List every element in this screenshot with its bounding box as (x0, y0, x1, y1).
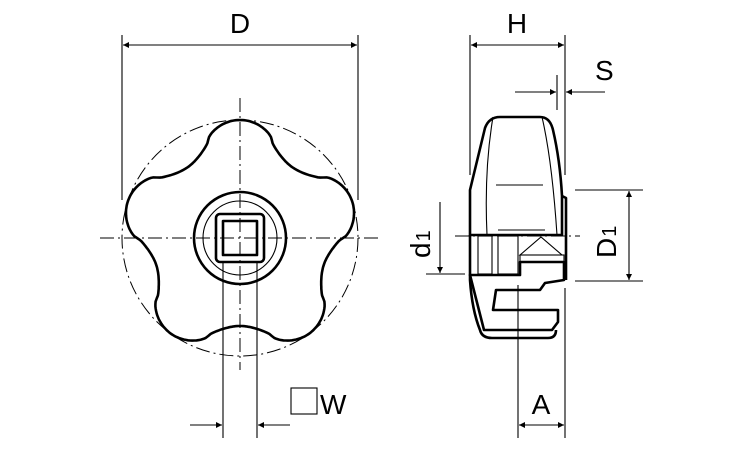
insert-right-block (497, 235, 519, 275)
hub-inner-circle (202, 200, 278, 276)
shoulder-outline (561, 194, 568, 280)
cone-tip (518, 236, 564, 256)
label-S: S (595, 55, 614, 86)
square-insert-outer (214, 212, 266, 264)
thread-band (519, 254, 565, 263)
hub-outer-circle (192, 190, 288, 286)
label-D: D (230, 8, 250, 39)
label-A: A (532, 389, 551, 420)
side-view: H S d1 D1 A (405, 8, 643, 438)
body-edge-left (485, 116, 494, 236)
label-H: H (507, 8, 527, 39)
label-D1: D1 (591, 226, 622, 258)
label-d1: d1 (405, 230, 436, 258)
label-W: W (320, 389, 347, 420)
front-view: D W (100, 8, 382, 438)
square-insert-inner (221, 219, 259, 257)
square-symbol-icon (290, 387, 318, 415)
body-edge-right (541, 116, 558, 236)
section-hatched (468, 260, 566, 332)
knob-body-upper (468, 115, 564, 237)
knob-body-lower (468, 235, 558, 340)
insert-left-block (477, 235, 493, 275)
